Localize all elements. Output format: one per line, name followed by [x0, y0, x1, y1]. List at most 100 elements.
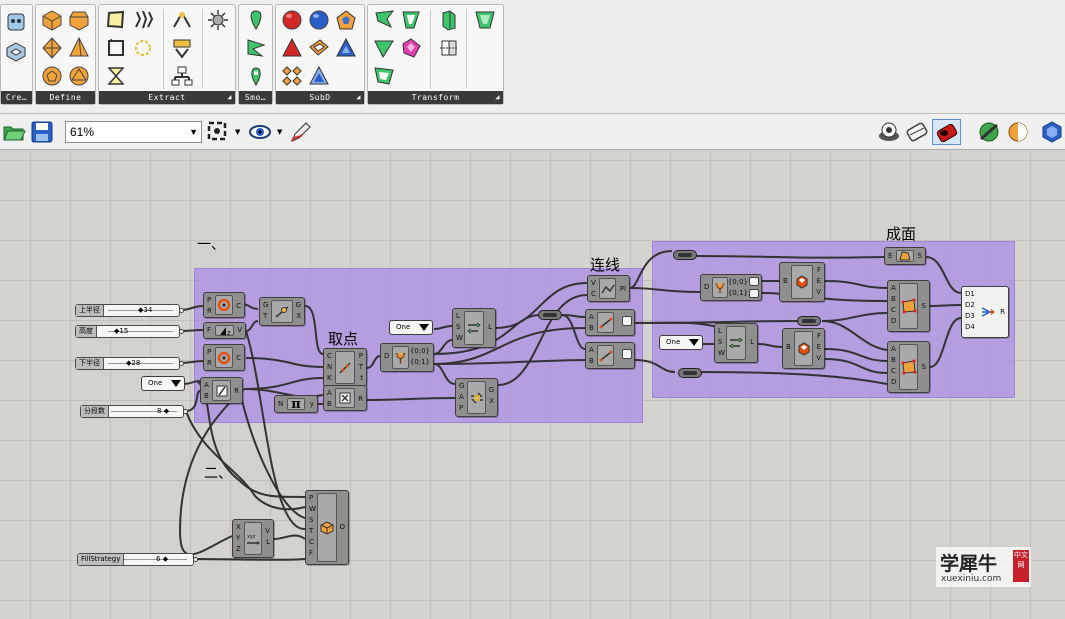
input-param[interactable]: G — [263, 301, 269, 309]
component-body[interactable] — [317, 493, 337, 562]
input-param[interactable]: C — [327, 352, 332, 360]
output-grip[interactable] — [193, 557, 198, 562]
input-param[interactable]: D — [891, 378, 897, 386]
input-param[interactable]: D2 — [965, 301, 975, 309]
ribbon-group-label[interactable]: Smo… — [239, 91, 272, 104]
input-param[interactable]: A — [891, 284, 896, 292]
sketch-pen-icon[interactable] — [289, 121, 313, 143]
output-param[interactable]: S — [917, 252, 922, 260]
gem-magenta-icon[interactable] — [400, 37, 422, 59]
slider-upper-radius[interactable]: 上半径 ◆34 — [75, 304, 184, 317]
explode-tree-component[interactable]: D {0;0}{0;1} — [380, 343, 434, 372]
icosahedron-icon[interactable] — [68, 65, 90, 87]
output-grip[interactable] — [179, 329, 184, 334]
output-param[interactable]: S — [921, 363, 926, 371]
input-param[interactable]: R — [207, 359, 212, 367]
input-param[interactable]: A — [459, 393, 464, 401]
component-body[interactable] — [899, 283, 918, 329]
output-param[interactable]: S — [921, 302, 926, 310]
slider-track[interactable] — [108, 310, 173, 311]
cube-icon[interactable] — [41, 9, 63, 31]
component-body[interactable] — [794, 331, 813, 366]
subd-box-icon[interactable] — [308, 37, 330, 59]
output-param[interactable]: V — [237, 326, 242, 334]
grasshopper-canvas[interactable]: 取点 连线 成面 一、 二、 — [0, 151, 1065, 619]
chevron-down-icon[interactable] — [419, 324, 429, 331]
pentagon-icon[interactable] — [335, 9, 357, 31]
input-param[interactable]: A — [204, 381, 209, 389]
input-param[interactable]: D — [704, 283, 710, 291]
component-body[interactable]: π — [287, 397, 305, 412]
vertices-icon[interactable] — [132, 37, 154, 59]
chevron-down-icon[interactable]: ▼ — [277, 128, 283, 136]
input-param[interactable]: D — [384, 352, 390, 360]
input-param[interactable]: C — [891, 306, 896, 314]
input-param[interactable]: A — [891, 345, 896, 353]
slider-fill-strategy[interactable]: FillStrategy 6 ◆ — [77, 553, 198, 566]
pi-component[interactable]: N π y — [274, 395, 318, 413]
chevron-down-icon[interactable]: ▼ — [189, 127, 198, 137]
output-param[interactable]: G — [295, 301, 301, 309]
face-boundary-icon[interactable] — [105, 9, 127, 31]
input-param[interactable]: P — [207, 348, 212, 356]
triangle-red-icon[interactable] — [281, 37, 303, 59]
output-param[interactable]: T — [358, 363, 363, 371]
mesh-face-icon[interactable] — [5, 11, 27, 33]
output-expand-button[interactable] — [749, 277, 759, 286]
output-param[interactable]: L — [266, 538, 270, 546]
input-param[interactable]: V — [591, 279, 596, 287]
ribbon-group-label[interactable]: Extract◢ — [99, 91, 235, 104]
output-param[interactable]: C — [236, 302, 241, 310]
slider-lower-radius[interactable]: 下半径 ◆28 — [75, 357, 184, 370]
merge-faces-icon[interactable] — [171, 65, 193, 87]
component-body[interactable] — [597, 345, 614, 366]
smooth-point-icon[interactable] — [245, 65, 267, 87]
virus-icon[interactable] — [207, 9, 229, 31]
input-param[interactable]: P — [207, 296, 212, 304]
input-param[interactable]: W — [456, 334, 463, 342]
output-param[interactable]: y — [309, 400, 314, 408]
split-icon[interactable] — [171, 37, 193, 59]
folder-open-icon[interactable] — [2, 121, 26, 143]
output-param[interactable]: L — [488, 323, 492, 331]
eye-icon[interactable] — [248, 121, 272, 143]
scribble-note[interactable]: 一、 — [197, 237, 225, 253]
box-green-icon[interactable] — [438, 9, 460, 31]
diamonds-icon[interactable] — [281, 65, 303, 87]
slider-segment-count[interactable]: 分段数 8 ◆ — [80, 405, 188, 418]
value-list-dropdown[interactable]: One — [659, 335, 703, 350]
sphere-red-icon[interactable] — [281, 9, 303, 31]
output-param[interactable]: Pl — [619, 285, 626, 293]
input-param[interactable]: C — [309, 538, 314, 546]
input-param[interactable]: P — [459, 404, 464, 412]
expand-arrow-icon[interactable]: ◢ — [495, 93, 500, 101]
component-body[interactable] — [215, 295, 233, 315]
output-param[interactable]: C — [236, 354, 241, 362]
unit-z-component[interactable]: F z V — [203, 322, 246, 339]
output-param[interactable]: t — [360, 374, 363, 382]
slider-track[interactable] — [108, 331, 173, 332]
relay[interactable] — [797, 316, 821, 326]
output-param[interactable]: E — [816, 343, 821, 351]
output-param[interactable]: {0;1} — [727, 289, 748, 297]
component-body[interactable] — [335, 388, 355, 408]
output-param[interactable]: X — [489, 397, 494, 405]
component-body[interactable] — [392, 346, 409, 369]
ribbon-group-label[interactable]: Cre… — [1, 91, 32, 104]
edge-surface-component[interactable]: E S — [884, 247, 926, 265]
pyramid-icon[interactable] — [68, 37, 90, 59]
chevron-down-icon[interactable] — [689, 339, 699, 346]
input-param[interactable]: T — [263, 312, 268, 320]
output-param[interactable]: P — [358, 352, 363, 360]
mirror-icon[interactable] — [438, 37, 460, 59]
input-param[interactable]: A — [327, 389, 332, 397]
param-toggle-button[interactable] — [622, 349, 632, 359]
input-param[interactable]: D4 — [965, 323, 975, 331]
